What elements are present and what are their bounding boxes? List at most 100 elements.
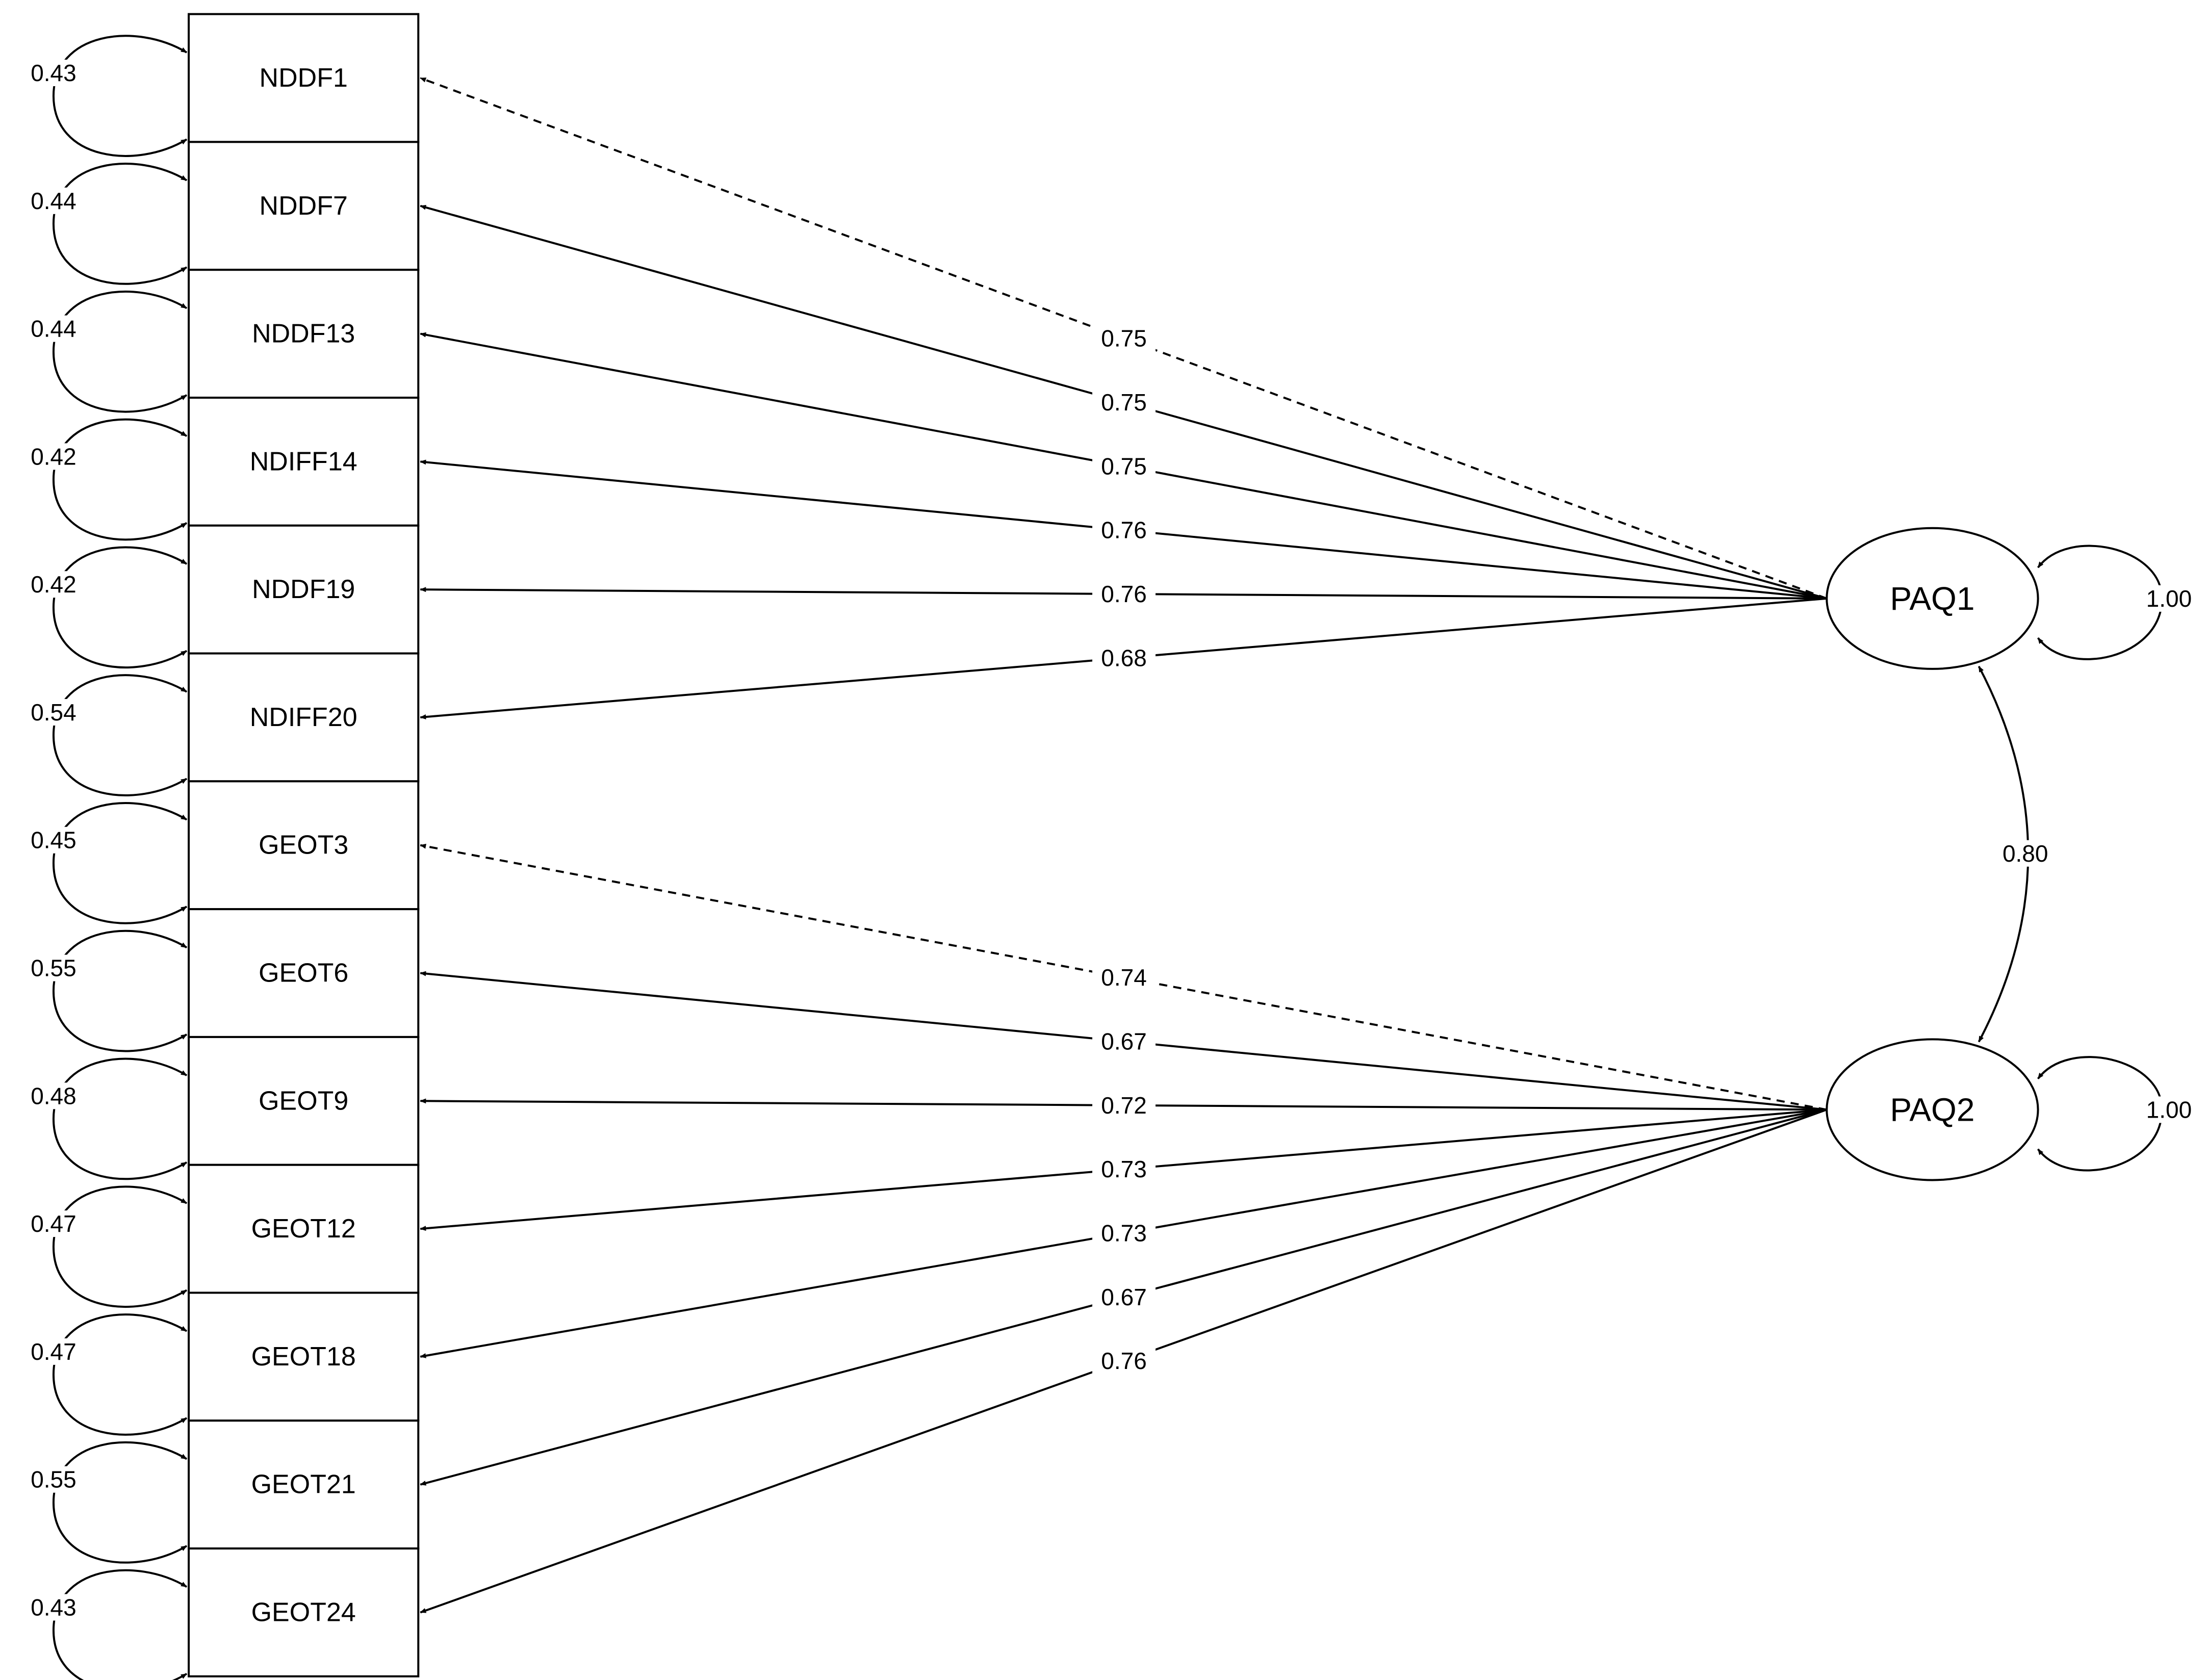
residual-loop-nddf1 [52, 35, 188, 157]
residual-label: 0.48 [31, 1082, 76, 1109]
residual-label: 0.45 [31, 827, 76, 854]
residual-label: 0.47 [31, 1338, 76, 1365]
residual-label: 0.44 [31, 316, 76, 342]
observed-box-geot3 [188, 780, 420, 911]
observed-label: GEOT18 [251, 1342, 356, 1372]
covariance-label: 0.80 [2003, 840, 2048, 867]
loading-label-bg [1092, 325, 1156, 352]
loading-label-bg [1092, 581, 1156, 608]
loading-label-bg [1092, 516, 1156, 544]
observed-label: GEOT12 [251, 1214, 356, 1244]
variance-label-bg [2133, 1096, 2205, 1123]
observed-label: GEOT24 [251, 1597, 356, 1627]
loading-label: 0.75 [1101, 325, 1147, 352]
residual-label-bg [17, 1338, 89, 1365]
observed-label: GEOT3 [259, 831, 348, 860]
observed-box-nddf13 [188, 269, 420, 399]
residual-loop-nddf19 [52, 546, 188, 668]
residual-label-bg [17, 954, 89, 981]
residual-label-bg [17, 571, 89, 598]
residual-loop-geot9 [52, 1057, 188, 1180]
residual-loop-nddf13 [52, 291, 188, 413]
residual-label: 0.42 [31, 571, 76, 598]
loading-label-bg [1092, 1156, 1156, 1183]
loading-label: 0.73 [1101, 1156, 1147, 1182]
observed-box-geot18 [188, 1291, 420, 1422]
residual-label-bg [17, 826, 89, 854]
labels-layer: 0.75 0.75 0.75 0.76 0.76 0.68 0.74 0.67 0.72 0.73… [17, 60, 2205, 1621]
loading-label-bg [1092, 453, 1156, 480]
residual-label-bg [17, 1210, 89, 1237]
residual-label-bg [17, 187, 89, 214]
observed-label: NDIFF20 [250, 703, 357, 732]
loading-label-bg [1092, 1028, 1156, 1055]
residual-loop-geot18 [52, 1313, 188, 1436]
residual-label-bg [17, 60, 89, 87]
observed-label: NDDF19 [252, 575, 355, 604]
observed-box-ndiff20 [188, 652, 420, 783]
residual-label-bg [17, 1466, 89, 1493]
observed-label: NDIFF14 [250, 447, 357, 476]
observed-label: NDDF1 [260, 63, 348, 93]
residual-loop-geot3 [52, 802, 188, 924]
loading-label: 0.68 [1101, 644, 1147, 671]
residual-label: 0.42 [31, 443, 76, 470]
variance-label: 1.00 [2146, 1096, 2192, 1123]
residual-label-bg [17, 443, 89, 470]
residual-label-bg [17, 315, 89, 342]
residual-label-bg [17, 1594, 89, 1621]
variance-label-bg [2133, 585, 2205, 612]
loading-label: 0.76 [1101, 581, 1147, 607]
residual-loop-ndiff14 [52, 418, 188, 541]
residual-label-bg [17, 1082, 89, 1109]
residual-loop-geot21 [52, 1441, 188, 1564]
nodes-layer: NDDF1NDDF7NDDF13NDIFF14NDDF19NDIFF20GEOT… [188, 13, 2039, 1677]
residual-label: 0.54 [31, 699, 76, 726]
loading-label-bg [1092, 1220, 1156, 1247]
loading-label-bg [1092, 1092, 1156, 1119]
observed-label: GEOT6 [259, 959, 348, 988]
observed-box-geot6 [188, 908, 420, 1038]
loading-label: 0.67 [1101, 1028, 1147, 1055]
observed-box-geot12 [188, 1164, 420, 1294]
residual-loop-geot12 [52, 1185, 188, 1308]
observed-box-nddf19 [188, 524, 420, 655]
loading-label-bg [1092, 964, 1156, 991]
residual-loop-nddf7 [52, 163, 188, 285]
residual-label: 0.44 [31, 188, 76, 214]
residual-label-bg [17, 699, 89, 726]
observed-label: GEOT21 [251, 1470, 356, 1500]
residual-label: 0.43 [31, 60, 76, 86]
latent-label: PAQ1 [1890, 580, 1974, 617]
residual-loop-geot6 [52, 929, 188, 1052]
observed-box-nddf7 [188, 141, 420, 271]
loading-label-bg [1092, 644, 1156, 671]
loading-label-bg [1092, 1283, 1156, 1310]
observed-label: NDDF7 [260, 191, 348, 221]
loading-label: 0.76 [1101, 1348, 1147, 1374]
latent-label: PAQ2 [1890, 1091, 1974, 1128]
covariance-label-bg [1990, 840, 2060, 867]
loading-label-bg [1092, 389, 1156, 416]
residual-label: 0.55 [31, 1466, 76, 1493]
loading-label-bg [1092, 1348, 1156, 1375]
loading-label: 0.75 [1101, 389, 1147, 416]
residual-label: 0.47 [31, 1210, 76, 1237]
loading-label: 0.76 [1101, 517, 1147, 544]
latent-ellipse-paq1 [1826, 527, 2039, 670]
observed-box-geot24 [188, 1547, 420, 1677]
observed-label: NDDF13 [252, 319, 355, 349]
variance-label: 1.00 [2146, 585, 2192, 612]
loading-label: 0.75 [1101, 453, 1147, 479]
latent-ellipse-paq2 [1826, 1038, 2039, 1181]
loading-label: 0.73 [1101, 1220, 1147, 1247]
observed-box-geot9 [188, 1036, 420, 1166]
loading-label: 0.67 [1101, 1284, 1147, 1310]
residual-label: 0.55 [31, 955, 76, 981]
observed-box-geot21 [188, 1419, 420, 1550]
residual-loop-ndiff20 [52, 674, 188, 796]
loading-label: 0.72 [1101, 1092, 1147, 1119]
loading-label: 0.74 [1101, 964, 1147, 991]
residual-loop-geot24 [52, 1569, 188, 1680]
